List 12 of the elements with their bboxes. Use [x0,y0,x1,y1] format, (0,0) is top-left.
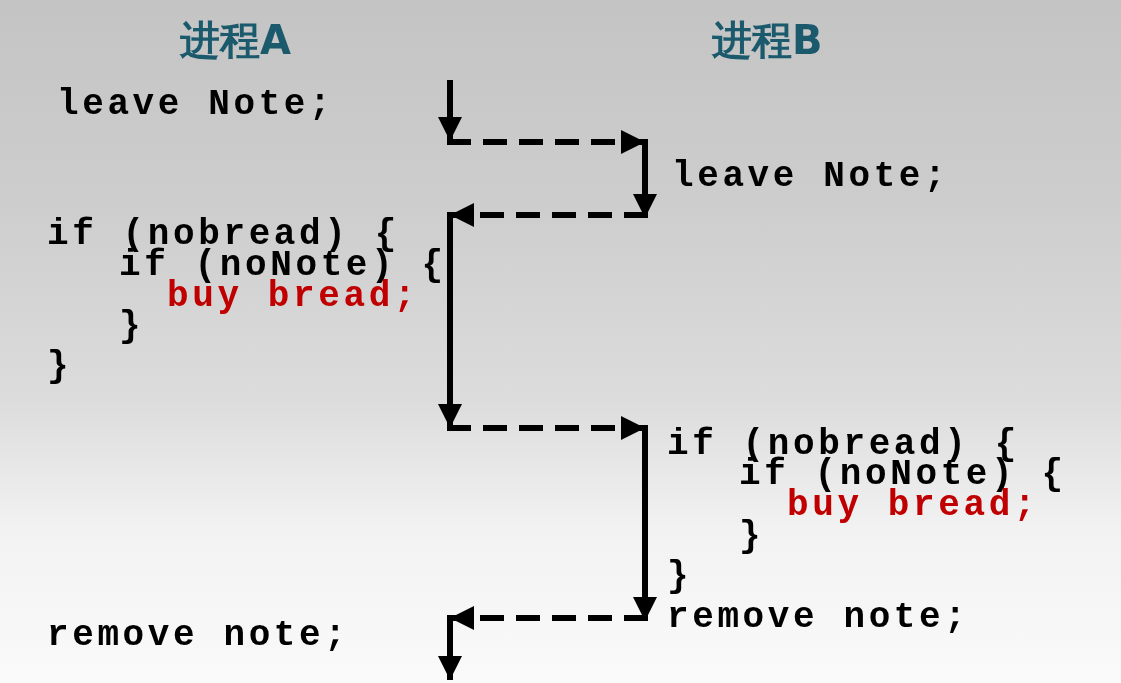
code-line: } [667,560,693,594]
code-line: remove note; [667,601,970,635]
arrow [447,416,645,440]
column-title: 进程B [712,16,823,64]
arrow [447,130,645,154]
column-title: 进程A [180,16,291,64]
code-line: } [119,310,145,344]
code-line: remove note; [47,619,350,653]
code-line: } [739,520,765,554]
code-line: leave Note; [57,88,335,122]
code-line: } [47,350,73,384]
code-line: leave Note; [672,160,950,194]
